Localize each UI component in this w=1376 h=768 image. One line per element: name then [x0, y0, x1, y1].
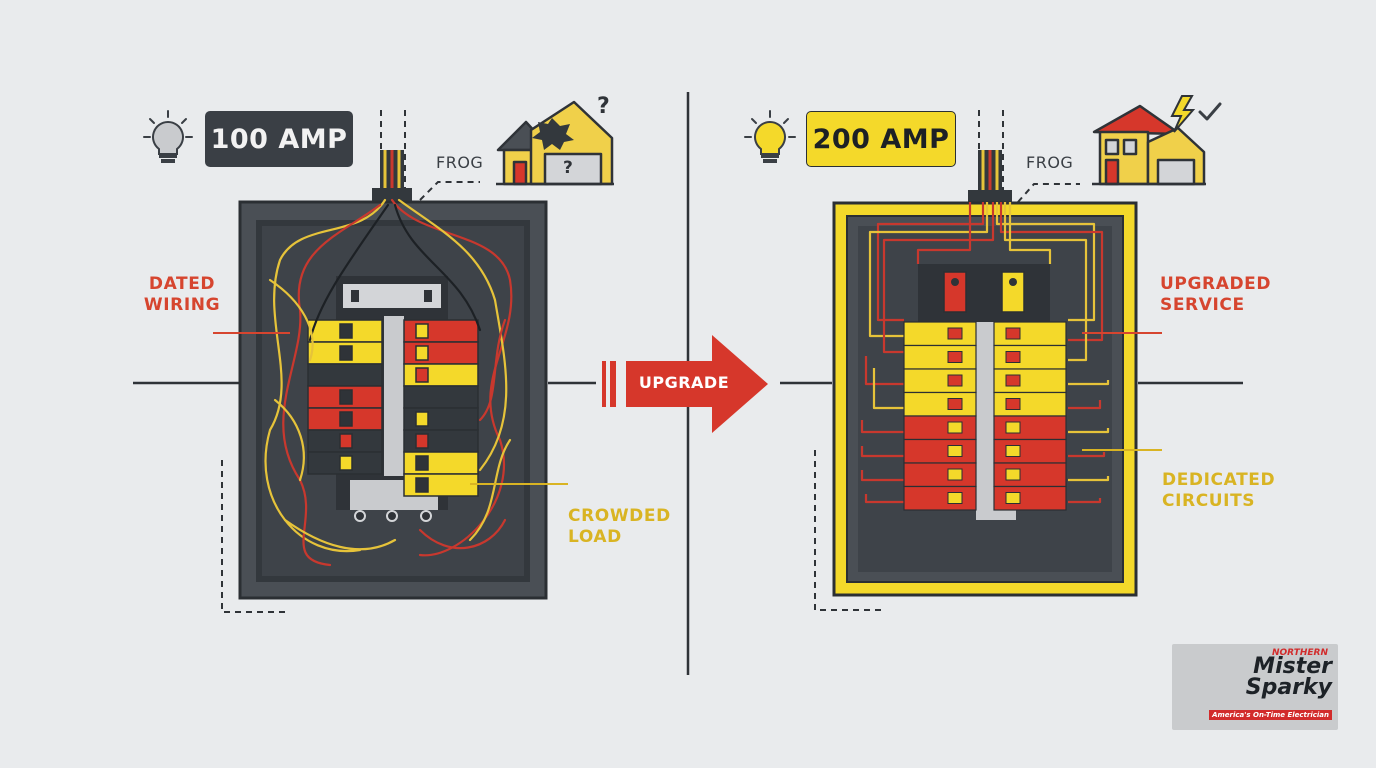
new-breaker-rows [903, 321, 1067, 511]
garage-question-mark: ? [563, 158, 573, 178]
callout-dated-line2: WIRING [143, 295, 221, 315]
new-breaker-switch [947, 421, 963, 434]
callout-crowded-line2: LOAD [568, 527, 622, 547]
new-breaker-switch [947, 445, 963, 457]
new-breaker [903, 368, 977, 394]
new-breaker [993, 462, 1067, 488]
new-breaker [903, 391, 977, 417]
powered-house-icon [1092, 104, 1206, 186]
callout-dedicated-line1: DEDICATED [1162, 470, 1276, 490]
old-breaker-column-right [403, 319, 479, 497]
new-breaker-switch [947, 351, 963, 363]
logo-region: NORTHERN [1272, 648, 1328, 658]
callout-dedicated-line2: CIRCUITS [1162, 491, 1256, 511]
callout-upgraded-line1: UPGRADED [1160, 274, 1272, 294]
new-breaker-switch [1005, 445, 1021, 457]
new-breaker-switch [947, 374, 963, 387]
logo-tagline: America's On-Time Electrician [1209, 710, 1332, 720]
new-breaker [993, 344, 1067, 370]
new-breaker-switch [1005, 421, 1021, 434]
logo-brand-line1: Mister [1253, 654, 1332, 679]
new-breaker [993, 368, 1067, 394]
new-breaker [903, 415, 977, 441]
lit-bulb-icon [744, 110, 796, 163]
amp-100-badge: 100 AMP [205, 111, 353, 167]
organized-wires [860, 202, 1110, 504]
callout-crowded-line1: CROWDED [568, 506, 671, 526]
new-breaker-switch [1005, 468, 1021, 481]
upgrade-arrow-graphic [602, 335, 768, 433]
logo-brand: Mister Sparky [1245, 654, 1332, 700]
callout-upgraded-line2: SERVICE [1160, 295, 1245, 315]
new-breaker [993, 321, 1067, 347]
new-breaker [993, 391, 1067, 417]
new-breaker-switch [947, 398, 963, 410]
question-mark-icon: ? [597, 94, 610, 119]
new-breaker [903, 438, 977, 464]
frog-label-right: FROG [1026, 153, 1074, 172]
old-panel [238, 200, 548, 600]
callout-dated-line1: DATED [148, 274, 216, 294]
new-breaker-switch [1005, 351, 1021, 363]
dim-bulb-icon [143, 110, 193, 163]
frog-label-left: FROG [436, 153, 484, 172]
left-dashed-lines [221, 110, 480, 613]
old-breaker-column-left [307, 319, 383, 475]
new-breaker [903, 321, 977, 347]
new-panel [832, 201, 1138, 597]
new-breaker-switch [1005, 492, 1021, 504]
new-breaker [993, 415, 1067, 441]
callout-dedicated-circuits: DEDICATED CIRCUITS [1162, 470, 1275, 512]
new-breaker [993, 485, 1067, 511]
new-breaker [903, 344, 977, 370]
checkmark-icon [1198, 102, 1222, 121]
upgrade-arrow-label: UPGRADE [638, 373, 730, 392]
right-feed-cable [968, 150, 1012, 202]
callout-upgraded-service: UPGRADED SERVICE [1160, 274, 1271, 316]
new-breaker [903, 462, 977, 488]
tangled-wires [264, 198, 513, 567]
left-feed-cable [372, 150, 412, 202]
new-breaker-switch [947, 327, 963, 340]
new-breaker-switch [947, 468, 963, 481]
new-breaker-switch [1005, 374, 1021, 387]
uncertain-house-icon [496, 100, 614, 186]
new-breaker-switch [1005, 398, 1021, 410]
logo-brand-line2: Sparky [1245, 675, 1332, 700]
callout-dated-wiring: DATED WIRING [140, 274, 224, 316]
new-breaker-switch [1005, 327, 1021, 340]
amp-200-badge: 200 AMP [806, 111, 956, 167]
new-breaker [903, 485, 977, 511]
brand-logo: NORTHERN Mister Sparky America's On-Time… [1172, 644, 1338, 730]
new-breaker [993, 438, 1067, 464]
lightning-icon [1170, 95, 1196, 133]
callout-crowded-load: CROWDED LOAD [568, 506, 671, 548]
new-breaker-switch [947, 492, 963, 504]
